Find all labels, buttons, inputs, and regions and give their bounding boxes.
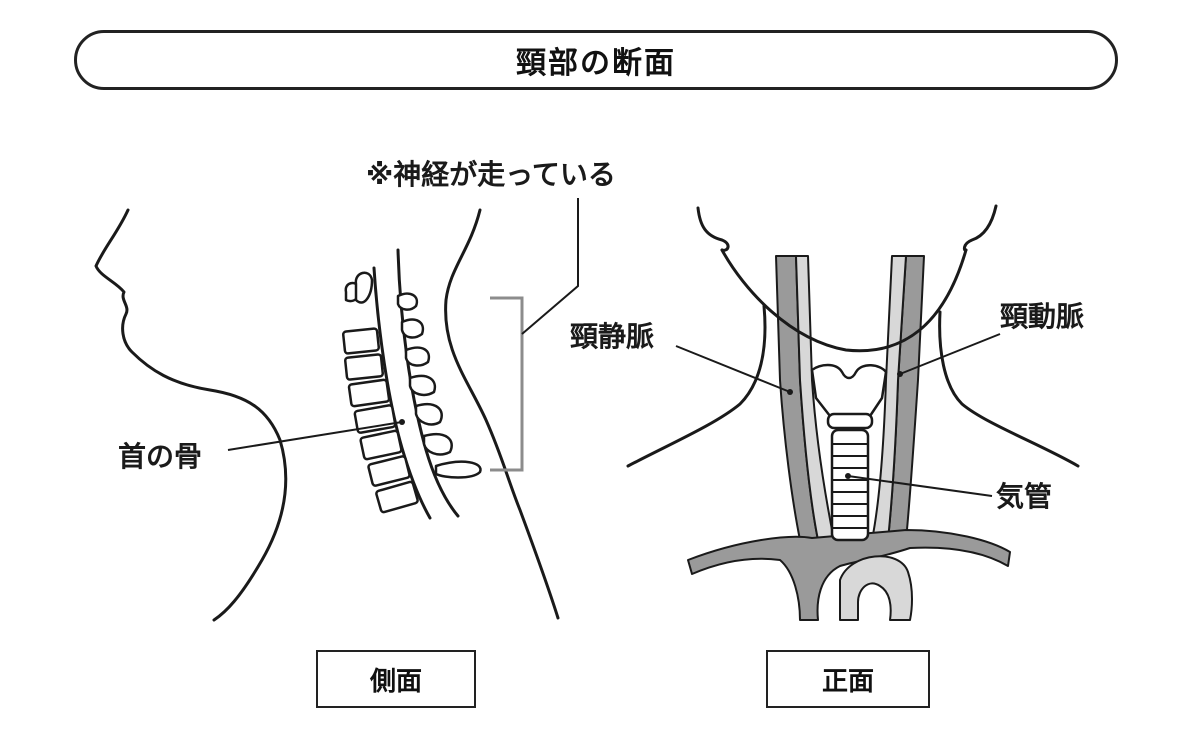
aortic-arch [839,555,913,621]
left-neck-shoulder [938,310,1080,468]
diagram-title: 頸部の断面 [74,30,1118,90]
face-profile [94,208,288,622]
caption-side-view: 側面 [316,650,476,708]
nerve-leader-line [521,198,579,335]
caption-front-view: 正面 [766,650,930,708]
trachea-tube [830,428,870,542]
larynx-trachea [810,363,888,542]
vertebra-body-6 [367,455,411,487]
carotid-pointer-dot [897,371,903,377]
label-jugular-vein: 頸静脈 [570,320,654,353]
jugular-pointer-dot [787,389,793,395]
vertebra-body-3 [347,378,391,408]
chin-jaw [720,248,968,353]
vertebra-body-4 [353,404,397,434]
right-neck-shoulder [626,304,767,468]
nerve-bracket [490,296,524,472]
side-view [94,208,560,622]
neck-bone-leader-line [227,421,403,451]
trachea-leader-line [847,475,993,497]
vertebra-body-7 [375,480,419,514]
spinous-process-3 [404,346,431,367]
front-view [626,204,1080,621]
subclavian-vessels [687,529,1011,621]
spinous-process-4 [408,374,437,397]
spinous-process-7 [434,460,482,479]
vessels [687,255,1011,621]
trachea-pointer-dot [845,473,851,479]
left-ear [962,204,998,252]
vertebra-top-mid [354,271,374,304]
spinous-process-6 [422,433,453,456]
trachea-rings [832,443,868,529]
vertebra-body-2 [343,353,385,381]
label-nerve-note: ※神経が走っている [366,158,616,191]
label-neck-bone: 首の骨 [118,440,202,473]
right-ear [696,206,730,252]
jugular-leader-line [675,345,791,393]
vertebrae [341,271,482,514]
label-carotid-artery: 頸動脈 [1000,300,1084,333]
spinous-process-5 [414,403,443,426]
cricoid-cartilage [826,412,874,430]
spinous-process-2 [400,318,425,339]
back-of-neck [444,208,560,620]
label-trachea: 気管 [996,480,1052,513]
neck-bone-pointer-dot [399,419,405,425]
vertebra-body-5 [359,429,403,461]
vertebra-body-1 [341,327,381,355]
carotid-leader-line [899,333,1001,375]
thyroid-cartilage [810,363,888,418]
spinous-process-1 [396,292,419,311]
